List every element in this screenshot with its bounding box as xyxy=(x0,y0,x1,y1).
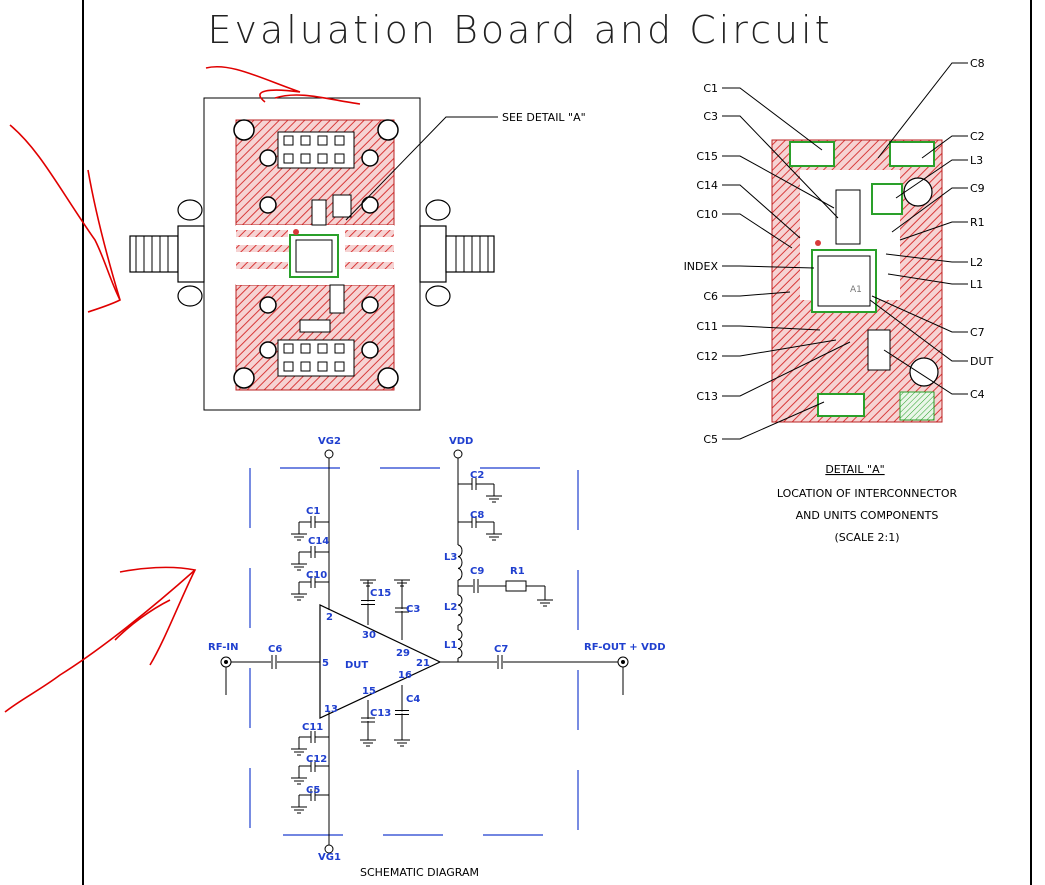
vdd-label: VDD xyxy=(449,436,473,447)
schematic-label-l2: L2 xyxy=(444,602,457,613)
detail-label-c6: C6 xyxy=(703,290,718,303)
detail-label-dut: DUT xyxy=(970,355,994,368)
detail-label-c4: C4 xyxy=(970,388,985,401)
detail-heading: DETAIL "A" xyxy=(825,463,884,476)
pin-16: 16 xyxy=(398,670,412,681)
schematic-label-c15: C15 xyxy=(370,588,391,599)
detail-label-c3: C3 xyxy=(703,110,718,123)
detail-label-c8: C8 xyxy=(970,57,985,70)
schematic-label-c8: C8 xyxy=(470,510,484,521)
schematic-label-c4: C4 xyxy=(406,694,420,705)
detail-caption-line-1: LOCATION OF INTERCONNECTOR xyxy=(777,487,958,500)
schematic-label-c7: C7 xyxy=(494,644,508,655)
right-frame-line xyxy=(1030,0,1032,885)
detail-label-l2: L2 xyxy=(970,256,983,269)
pin-29: 29 xyxy=(396,648,410,659)
schematic-label-c5: C5 xyxy=(306,785,320,796)
detail-label-c12: C12 xyxy=(696,350,718,363)
detail-caption-line-2: AND UNITS COMPONENTS xyxy=(796,509,939,522)
detail-label-r1: R1 xyxy=(970,216,985,229)
pin-15: 15 xyxy=(362,686,376,697)
left-frame-line xyxy=(82,0,84,885)
schematic-diagram: DUT 2 30 29 21 5 16 15 13 xyxy=(208,436,666,879)
detail-label-c7: C7 xyxy=(970,326,985,339)
pin-21: 21 xyxy=(416,658,430,669)
pin-5: 5 xyxy=(322,658,329,669)
schematic-caption: SCHEMATIC DIAGRAM xyxy=(360,866,479,879)
rf-in-label: RF-IN xyxy=(208,642,238,653)
detail-label-l1: L1 xyxy=(970,278,983,291)
schematic-label-c11: C11 xyxy=(302,722,323,733)
detail-label-c9: C9 xyxy=(970,182,985,195)
schematic-label-c6: C6 xyxy=(268,644,282,655)
detail-label-c1: C1 xyxy=(703,82,718,95)
schematic-label-r1: R1 xyxy=(510,566,525,577)
vg1-label: VG1 xyxy=(318,852,341,863)
schematic-label-c9: C9 xyxy=(470,566,484,577)
handwritten-annotations xyxy=(4,65,361,713)
schematic-label-l3: L3 xyxy=(444,552,457,563)
see-detail-callout: SEE DETAIL "A" xyxy=(502,111,586,124)
schematic-label-c13: C13 xyxy=(370,708,391,719)
schematic-label-c10: C10 xyxy=(306,570,327,581)
schematic-label-c2: C2 xyxy=(470,470,484,481)
vg2-label: VG2 xyxy=(318,436,341,447)
pin-13: 13 xyxy=(324,704,338,715)
detail-label-c10: C10 xyxy=(696,208,718,221)
detail-label-c11: C11 xyxy=(696,320,718,333)
evaluation-board: SEE DETAIL "A" xyxy=(129,97,586,411)
schematic-label-l1: L1 xyxy=(444,640,457,651)
detail-label-index: INDEX xyxy=(684,260,719,273)
amplifier-label: DUT xyxy=(345,660,368,671)
schematic-label-c14: C14 xyxy=(308,536,329,547)
schematic-label-c1: C1 xyxy=(306,506,320,517)
chip-label: A1 xyxy=(850,285,862,295)
detail-caption-line-3: (SCALE 2:1) xyxy=(834,531,899,544)
detail-label-c15: C15 xyxy=(696,150,718,163)
detail-label-c14: C14 xyxy=(696,179,718,192)
page-title: Evaluation Board and Circuit xyxy=(207,8,833,52)
schematic-label-c3: C3 xyxy=(406,604,420,615)
schematic-label-c12: C12 xyxy=(306,754,327,765)
pin-30: 30 xyxy=(362,630,376,641)
detail-label-c13: C13 xyxy=(696,390,718,403)
detail-label-l3: L3 xyxy=(970,154,983,167)
pin-2: 2 xyxy=(326,612,333,623)
detail-label-c2: C2 xyxy=(970,130,985,143)
rf-out-label: RF-OUT + VDD xyxy=(584,642,666,653)
detail-label-c5: C5 xyxy=(703,433,718,446)
